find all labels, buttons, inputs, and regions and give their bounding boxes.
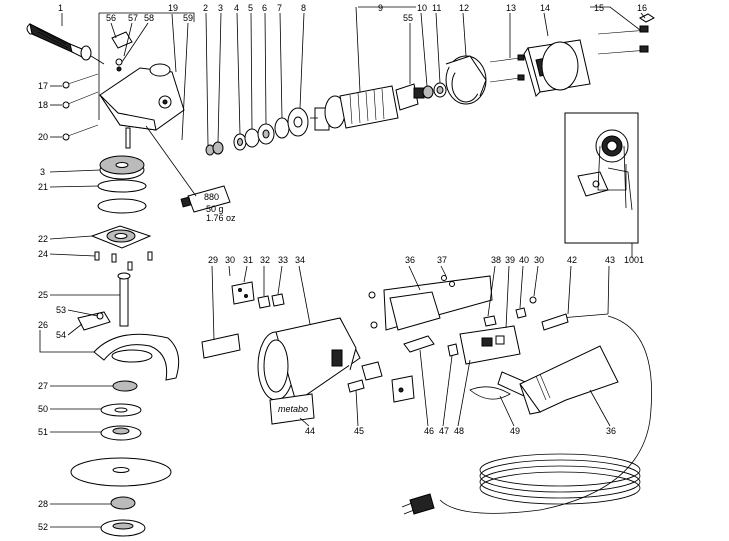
bearing-and-ring — [422, 82, 447, 99]
cable-and-plug — [401, 313, 653, 515]
air-guide-ring — [445, 55, 487, 105]
label-28: 28 — [38, 499, 48, 509]
label-48: 48 — [454, 426, 464, 436]
switch-assembly — [441, 275, 537, 365]
handle-shell-lower — [519, 345, 619, 415]
label-8: 8 — [301, 3, 306, 13]
brush-holder-parts — [231, 281, 285, 309]
label-50: 50 — [38, 404, 48, 414]
label-47: 47 — [439, 426, 449, 436]
switch-parts — [347, 361, 415, 403]
shaft-parts — [205, 107, 309, 156]
label-38: 38 — [491, 255, 501, 265]
grease-label: 880 — [204, 192, 219, 202]
label-33: 33 — [278, 255, 288, 265]
support-flange — [112, 380, 138, 392]
clamp-nut — [110, 496, 136, 510]
label-44: 44 — [305, 426, 315, 436]
label-7: 7 — [277, 3, 282, 13]
label-14: 14 — [540, 3, 550, 13]
flange-screws — [94, 251, 153, 271]
label-3b: 3 — [40, 167, 45, 177]
leads — [597, 13, 655, 55]
handle-shell-upper — [368, 275, 493, 357]
label-36: 36 — [405, 255, 415, 265]
label-34: 34 — [295, 255, 305, 265]
grease-tube: 880 50 g 1.76 oz — [145, 125, 236, 223]
label-51: 51 — [38, 427, 48, 437]
label-29: 29 — [208, 255, 218, 265]
label-57: 57 — [128, 13, 138, 23]
motor-housing — [257, 317, 361, 403]
label-20: 20 — [38, 132, 48, 142]
label-5: 5 — [248, 3, 253, 13]
field-coil — [523, 39, 591, 97]
label-54: 54 — [56, 330, 66, 340]
label-17: 17 — [38, 81, 48, 91]
label-25: 25 — [38, 290, 48, 300]
label-3: 3 — [218, 3, 223, 13]
bevel-gear — [99, 155, 145, 180]
label-46: 46 — [424, 426, 434, 436]
label-plate — [201, 333, 241, 359]
leader-lines — [39, 6, 646, 528]
o-ring-2 — [97, 198, 147, 214]
label-56: 56 — [106, 13, 116, 23]
label-11: 11 — [432, 3, 441, 13]
label-26: 26 — [38, 320, 48, 330]
spindle — [117, 272, 131, 327]
grease-weight-oz: 1.76 oz — [206, 213, 236, 223]
label-58: 58 — [144, 13, 154, 23]
part-labels: 1 56 57 58 19 59 2 3 4 5 6 7 8 9 55 10 1… — [38, 3, 647, 532]
wiring-diagram — [564, 112, 639, 244]
label-18: 18 — [38, 100, 48, 110]
label-37: 37 — [437, 255, 447, 265]
label-2: 2 — [203, 3, 208, 13]
brand-mark: metabo — [278, 404, 308, 414]
label-19: 19 — [168, 3, 178, 13]
brush-springs — [489, 54, 525, 83]
label-42: 42 — [567, 255, 577, 265]
label-4: 4 — [234, 3, 239, 13]
label-22: 22 — [38, 234, 48, 244]
label-45: 45 — [354, 426, 364, 436]
brand-plate: metabo — [269, 393, 315, 425]
label-59: 59 — [183, 13, 193, 23]
label-49: 49 — [510, 426, 520, 436]
label-52: 52 — [38, 522, 48, 532]
grease-weight-g: 50 g — [206, 204, 224, 214]
label-9: 9 — [378, 3, 383, 13]
label-6: 6 — [262, 3, 267, 13]
label-13: 13 — [506, 3, 516, 13]
label-30b: 30 — [534, 255, 544, 265]
label-30: 30 — [225, 255, 235, 265]
label-40: 40 — [519, 255, 529, 265]
label-24: 24 — [38, 249, 48, 259]
label-15: 15 — [594, 3, 604, 13]
guard-clamp — [77, 311, 111, 331]
bearing-flange — [90, 225, 152, 249]
label-55: 55 — [403, 13, 413, 23]
label-1: 1 — [58, 3, 63, 13]
label-21: 21 — [38, 182, 48, 192]
label-31: 31 — [243, 255, 253, 265]
label-27: 27 — [38, 381, 48, 391]
wheel-guard — [93, 333, 180, 381]
label-10: 10 — [417, 3, 427, 13]
label-12: 12 — [459, 3, 469, 13]
armature — [310, 83, 425, 131]
gear-housing — [99, 31, 185, 131]
label-16: 16 — [637, 3, 647, 13]
label-39: 39 — [505, 255, 515, 265]
label-53: 53 — [56, 305, 66, 315]
o-ring — [97, 179, 147, 193]
label-43: 43 — [605, 255, 615, 265]
label-36b: 36 — [606, 426, 616, 436]
side-handle — [26, 23, 105, 65]
label-1001: 1001 — [624, 255, 644, 265]
label-32: 32 — [260, 255, 270, 265]
housing-screws — [62, 73, 99, 141]
